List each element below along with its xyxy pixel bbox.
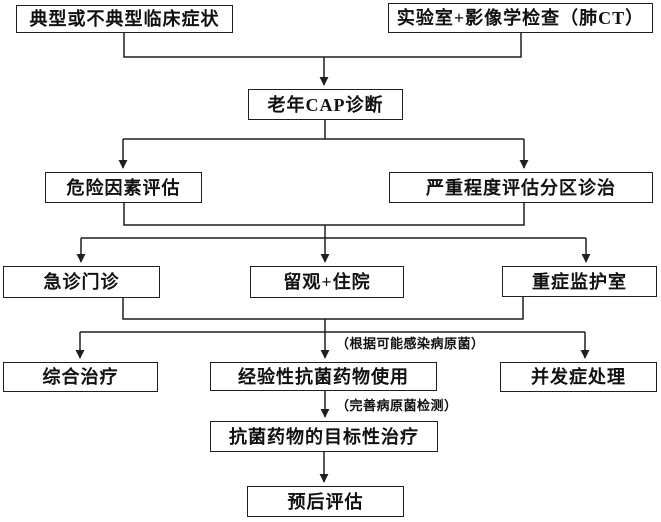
node-severity-triage-label: 严重程度评估分区诊治 (426, 177, 616, 198)
node-complication-management: 并发症处理 (500, 362, 657, 392)
node-typical-symptoms-label: 典型或不典型临床症状 (29, 9, 220, 29)
annotation-pathogen-testing: （完善病原菌检测） (336, 398, 458, 413)
node-cap-diagnosis: 老年CAP诊断 (248, 89, 403, 120)
node-severity-triage: 严重程度评估分区诊治 (389, 172, 653, 203)
node-typical-symptoms: 典型或不典型临床症状 (16, 5, 233, 33)
node-complication-management-label: 并发症处理 (531, 367, 626, 387)
node-lab-imaging-label: 实验室+影像学检查（肺CT） (396, 8, 645, 28)
node-lab-imaging: 实验室+影像学检查（肺CT） (388, 3, 653, 33)
node-empirical-antibiotics: 经验性抗菌药物使用 (210, 362, 437, 391)
node-icu-label: 重症监护室 (532, 271, 627, 292)
node-targeted-antibiotic-therapy: 抗菌药物的目标性治疗 (210, 421, 438, 452)
node-prognosis-evaluation-label: 预后评估 (287, 491, 364, 512)
node-prognosis-evaluation: 预后评估 (247, 486, 404, 517)
node-observation-hospitalization: 留观+住院 (250, 266, 404, 298)
node-risk-assessment: 危险因素评估 (45, 172, 202, 203)
node-cap-diagnosis-label: 老年CAP诊断 (267, 94, 384, 115)
node-comprehensive-treatment: 综合治疗 (3, 362, 158, 392)
node-comprehensive-treatment-label: 综合治疗 (42, 367, 119, 387)
node-icu: 重症监护室 (502, 266, 657, 297)
node-emergency-outpatient: 急诊门诊 (3, 266, 160, 298)
annotation-pathogen-based: （根据可能感染病原菌） (336, 336, 485, 351)
node-targeted-antibiotic-therapy-label: 抗菌药物的目标性治疗 (229, 426, 419, 447)
node-empirical-antibiotics-label: 经验性抗菌药物使用 (238, 366, 409, 387)
node-observation-hospitalization-label: 留观+住院 (283, 272, 371, 292)
node-risk-assessment-label: 危险因素评估 (66, 177, 181, 198)
node-emergency-outpatient-label: 急诊门诊 (43, 272, 120, 292)
